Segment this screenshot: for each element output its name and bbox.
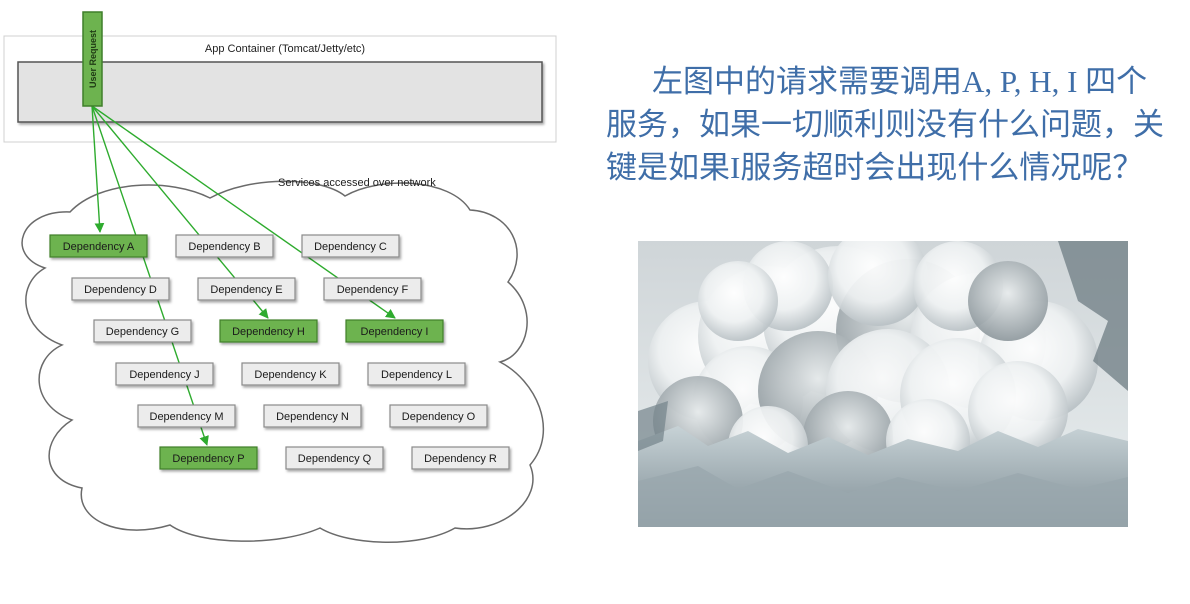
dependency-r: Dependency R [411,446,510,470]
dependency-box [175,234,274,258]
dependency-label: Dependency P [172,453,244,465]
app-container-box [17,61,543,123]
dependency-label: Dependency G [106,326,179,338]
dependency-label: Dependency N [276,411,349,423]
dependency-a: Dependency A [49,234,148,258]
avalanche-photo [638,241,1128,527]
dependency-box [367,362,466,386]
dependency-box [93,319,192,343]
dependency-e: Dependency E [197,277,296,301]
app-container-label: App Container (Tomcat/Jetty/etc) [205,43,365,55]
arrow-to-a [91,105,105,233]
dependency-box [197,277,296,301]
dependency-p: Dependency P [159,446,258,470]
dependency-b: Dependency B [175,234,274,258]
dependency-q: Dependency Q [285,446,384,470]
dependency-i: Dependency I [345,319,444,343]
dependency-label: Dependency K [254,369,327,381]
dependency-box [71,277,170,301]
dependency-box [285,446,384,470]
dependency-label: Dependency H [232,326,305,338]
dependency-label: Dependency A [63,241,135,253]
dependency-label: Dependency E [210,284,282,296]
dependency-label: Dependency I [361,326,429,338]
network-label: Services accessed over network [278,177,436,189]
dependency-o: Dependency O [389,404,488,428]
dependency-label: Dependency L [381,369,452,381]
dependency-label: Dependency O [402,411,476,423]
dependency-label: Dependency B [188,241,260,253]
dependency-grid: Dependency A Dependency B Dependency C Depe… [49,234,510,470]
user-request-label: User Request [88,30,98,88]
dependency-label: Dependency F [337,284,409,296]
dependency-box [159,446,258,470]
dependency-j: Dependency J [115,362,214,386]
dependency-label: Dependency J [129,369,199,381]
dependency-box [219,319,318,343]
dependency-box [49,234,148,258]
dependency-box [301,234,400,258]
dependency-l: Dependency L [367,362,466,386]
dependency-box [411,446,510,470]
dependency-h: Dependency H [219,319,318,343]
architecture-diagram: App Container (Tomcat/Jetty/etc) Service… [3,11,557,543]
dependency-label: Dependency M [150,411,224,423]
dependency-box [137,404,236,428]
dependency-box [389,404,488,428]
dependency-box [115,362,214,386]
dependency-label: Dependency R [424,453,497,465]
dependency-label: Dependency C [314,241,387,253]
dependency-f: Dependency F [323,277,422,301]
dependency-label: Dependency D [84,284,157,296]
dependency-c: Dependency C [301,234,400,258]
user-request-box [82,11,103,107]
dependency-m: Dependency M [137,404,236,428]
dependency-box [323,277,422,301]
dependency-box [263,404,362,428]
question-text: 左图中的请求需要调用A, P, H, I 四个服务，如果一切顺利则没有什么问题，… [606,64,1164,185]
dependency-box [241,362,340,386]
dependency-n: Dependency N [263,404,362,428]
dependency-k: Dependency K [241,362,340,386]
arrow-to-p [91,105,209,446]
dependency-g: Dependency G [93,319,192,343]
dependency-label: Dependency Q [298,453,372,465]
dependency-d: Dependency D [71,277,170,301]
dependency-box [345,319,444,343]
